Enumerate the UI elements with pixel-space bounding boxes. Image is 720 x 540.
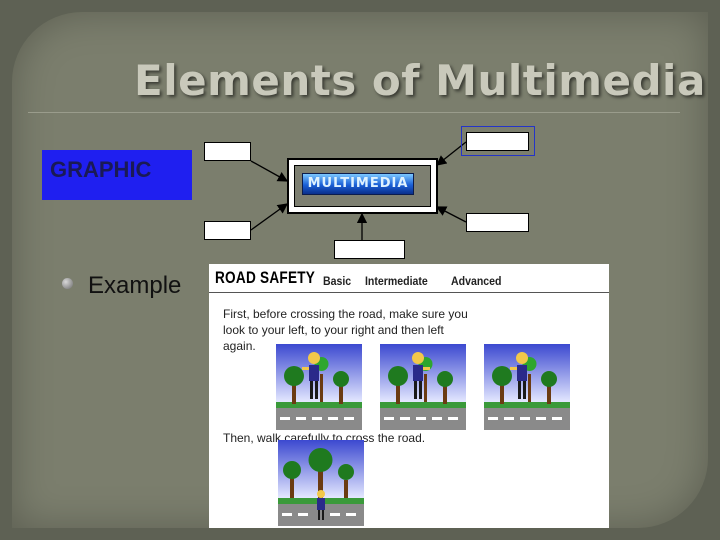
element-box-bottom-right[interactable] bbox=[466, 213, 529, 232]
graphic-label: GRAPHIC bbox=[50, 157, 152, 182]
arrow-top-left bbox=[250, 160, 289, 182]
tab-intermediate[interactable]: Intermediate bbox=[365, 274, 428, 288]
bullet-icon bbox=[62, 278, 73, 289]
road-safety-image: ROAD SAFETY Basic Intermediate Advanced … bbox=[209, 264, 609, 528]
scene-look-right bbox=[380, 344, 466, 430]
multimedia-logo: MULTIMEDIA bbox=[302, 173, 414, 195]
tab-advanced[interactable]: Advanced bbox=[451, 274, 502, 288]
instruction-cross: Then, walk carefully to cross the road. bbox=[223, 431, 426, 445]
instruction-line-2: look to your left, to your right and the… bbox=[223, 323, 444, 337]
instruction-line-1: First, before crossing the road, make su… bbox=[223, 307, 468, 321]
road-safety-title: ROAD SAFETY bbox=[215, 268, 316, 287]
example-label: Example bbox=[88, 272, 182, 299]
element-box-bottom-center[interactable] bbox=[334, 240, 405, 259]
scene-crossing bbox=[278, 440, 364, 526]
scene-look-left-again bbox=[484, 344, 570, 430]
arrow-bottom-left bbox=[250, 203, 289, 231]
title-divider bbox=[28, 112, 680, 113]
instruction-line-3: again. bbox=[223, 339, 256, 353]
element-box-bottom-left[interactable] bbox=[204, 221, 251, 240]
slide-title: Elements of Multimedia bbox=[134, 56, 706, 105]
element-box-top-right[interactable] bbox=[466, 132, 529, 151]
element-box-top-left[interactable] bbox=[204, 142, 251, 161]
arrow-bottom-right bbox=[435, 206, 467, 223]
multimedia-center-box[interactable]: MULTIMEDIA bbox=[287, 158, 438, 214]
graphic-element-box[interactable] bbox=[42, 150, 192, 200]
scene-look-left bbox=[276, 344, 362, 430]
selection-outline bbox=[461, 126, 535, 156]
tab-basic[interactable]: Basic bbox=[323, 274, 352, 288]
header-rule bbox=[209, 292, 609, 293]
